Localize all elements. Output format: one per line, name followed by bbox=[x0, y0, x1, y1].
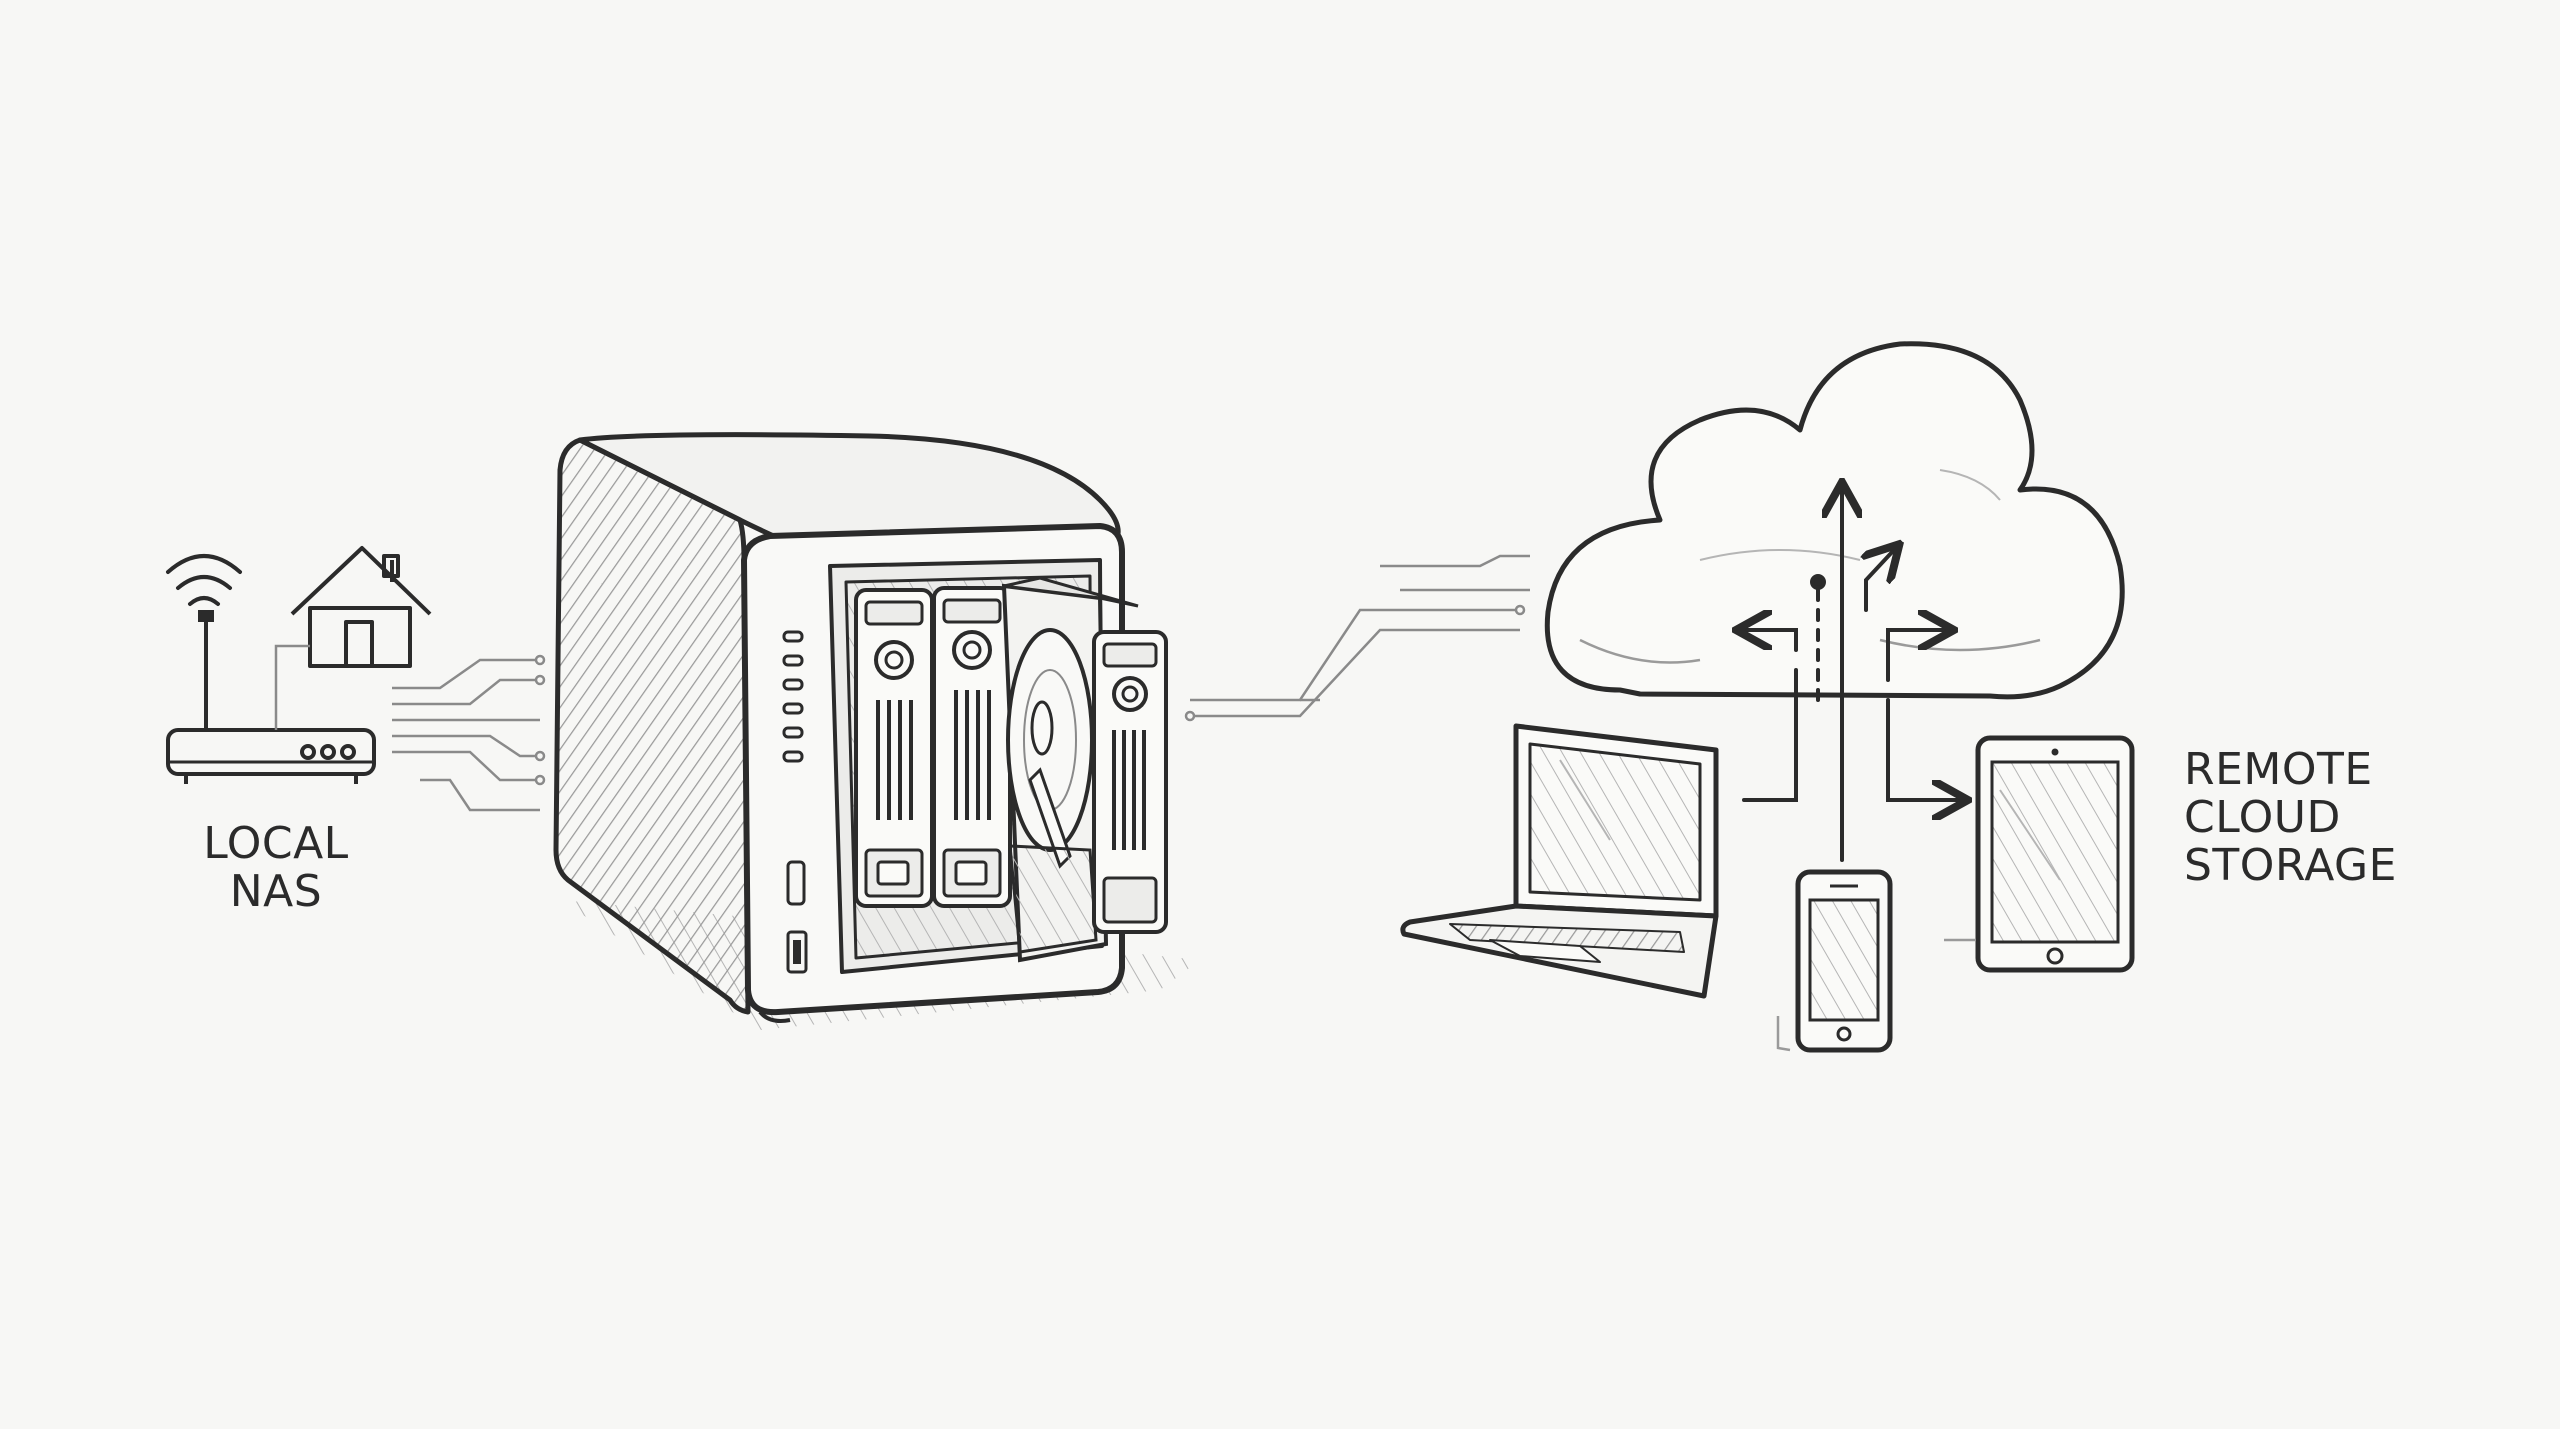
remote-label-line-1: REMOTE bbox=[2184, 744, 2373, 795]
hard-drive-icon bbox=[854, 576, 1168, 963]
remote-cloud-storage-label: REMOTE CLOUD STORAGE bbox=[2184, 746, 2444, 890]
local-nas-label-line-2: NAS bbox=[229, 866, 323, 917]
wifi-icon bbox=[166, 554, 242, 606]
remote-label-line-2: CLOUD bbox=[2184, 792, 2341, 843]
local-nas-label: LOCAL NAS bbox=[196, 820, 356, 916]
local-nas-label-line-1: LOCAL bbox=[203, 818, 349, 869]
router-icon bbox=[166, 610, 376, 784]
tablet-icon bbox=[1944, 735, 2135, 973]
remote-label-line-3: STORAGE bbox=[2184, 840, 2397, 891]
cloud-icon bbox=[1544, 341, 2125, 700]
house-icon bbox=[290, 546, 432, 668]
local-connection-lines bbox=[274, 644, 546, 812]
arrow-icon bbox=[1744, 490, 1960, 862]
laptop-icon bbox=[1400, 723, 1719, 999]
smartphone-icon bbox=[1776, 869, 1893, 1053]
nas-cloud-connection-lines bbox=[1184, 554, 1530, 722]
